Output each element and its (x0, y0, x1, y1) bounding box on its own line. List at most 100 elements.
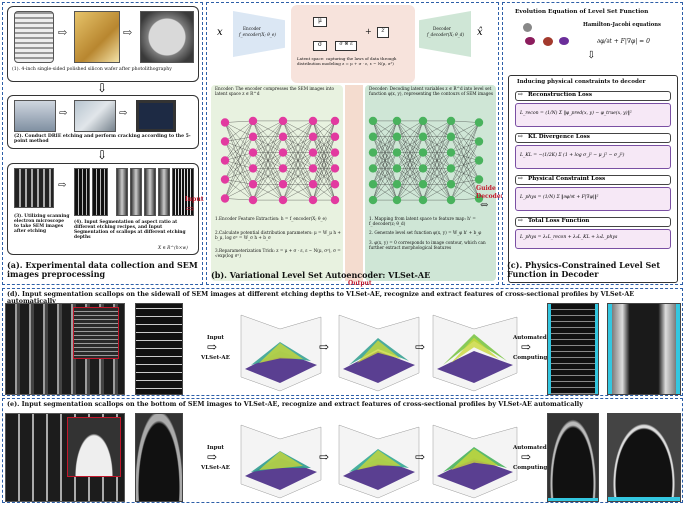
down-arrow: ⇩ (587, 50, 596, 61)
network-edge (372, 120, 398, 137)
surface-top (259, 451, 303, 470)
network-edge (224, 122, 254, 137)
network-edge (312, 120, 336, 137)
network-node (446, 195, 456, 205)
network-node (330, 164, 340, 173)
network-node (308, 148, 318, 157)
arrow-glyph: ⇨ (415, 450, 426, 464)
panel-a: ⇨ ⇨ (1). 4-inch single-sided polished si… (2, 2, 203, 285)
panel-d: (d). Input segmentation scallops on the … (2, 288, 683, 396)
sem-segment-d (130, 168, 142, 216)
network-node (248, 180, 258, 189)
guide-tag: Guide (476, 185, 496, 192)
enc-step-3: 3.Reparameterization Trick: z = μ + σ · … (215, 248, 341, 258)
network-edge (422, 120, 452, 201)
panel-e: (e). Input segmentation scallops on the … (2, 398, 683, 503)
network-edge (450, 136, 480, 199)
network-edge (252, 120, 284, 169)
network-edge (372, 136, 398, 201)
decoder-fn: f_decoder(X; θ_d) (427, 32, 465, 37)
network-node (220, 137, 230, 146)
network-edge (396, 168, 424, 201)
network-node (278, 132, 288, 141)
decoder-label: Decoder (433, 26, 451, 31)
network-edge (450, 120, 480, 180)
network-edge (450, 120, 480, 123)
network-edge (224, 152, 254, 161)
network-node (330, 132, 340, 141)
step1-text: (1). 4-inch single-sided polished silico… (12, 67, 172, 72)
network-edge (252, 120, 284, 137)
network-edge (224, 141, 254, 201)
network-node (392, 164, 402, 173)
surface-top (451, 448, 499, 470)
network-edge (450, 136, 480, 161)
network-node (330, 180, 340, 189)
surface-floor (437, 458, 513, 490)
surface-plot-e1 (240, 424, 322, 499)
network-edge (450, 160, 480, 169)
model-label-e: VLSet-AE (201, 465, 230, 471)
panel-c-caption: (c). Physics-Constrained Level Set Funct… (507, 260, 661, 279)
sem-sidewall-zoom (73, 307, 119, 359)
network-node (368, 148, 378, 157)
network-edge (450, 152, 480, 180)
down-arrow: ⇩ (97, 81, 108, 95)
network-edge (224, 136, 254, 199)
network-edge (224, 120, 254, 161)
sem-segment-c (116, 168, 128, 216)
network-edge (450, 152, 480, 161)
surface-plot-e2 (338, 424, 420, 499)
step3-text: (3). Utilizing scanning electron microsc… (14, 214, 70, 235)
network-edge (224, 179, 254, 185)
network-edge (312, 120, 336, 185)
network-edge (312, 120, 336, 169)
sem-segment-e (144, 168, 156, 216)
network-edge (312, 152, 336, 201)
guide-arrow: ⇔ (480, 200, 489, 211)
contour-result-e2 (607, 413, 681, 502)
network-edge (450, 179, 480, 185)
loss-box-recon: L_recon = (1/N) Σ ‖φ_pred(x, y) − φ_true… (515, 103, 671, 127)
network-edge (282, 136, 314, 201)
step4-math: X ∈ R^(h×w) (158, 246, 188, 251)
network-node (446, 116, 456, 126)
drie-machine-image (14, 100, 56, 132)
wafer-box-image (74, 11, 120, 63)
panel-c: Evolution Equation of Level Set Function… (502, 2, 683, 285)
latent-text: Latent space: capturing the laws of data… (297, 56, 397, 66)
enc-step-2: 2.Calculate potential distribution param… (215, 230, 341, 240)
network-node (308, 180, 318, 189)
step3-box: ⇨ (3). Utilizing scanning electron micro… (7, 163, 199, 255)
network-node (308, 164, 318, 173)
network-node (474, 118, 484, 127)
network-edge (312, 120, 336, 153)
arrow-glyph: ⇨ (58, 26, 68, 39)
network-edge (396, 120, 424, 201)
network-edge (252, 168, 284, 201)
computing-label-e: Computing (513, 465, 548, 471)
surface-plot-d2 (338, 314, 420, 392)
network-edge (224, 160, 254, 169)
enc-step-1: 1.Encoder Feature Extraction: h = f_enco… (215, 216, 327, 221)
arrow-glyph: ⇨ (207, 450, 218, 464)
input-arrow: ⇨ (186, 204, 195, 215)
surface-top (259, 343, 303, 363)
network-edge (372, 152, 398, 201)
surface-plot-e3 (432, 424, 518, 499)
network-edge (224, 141, 254, 169)
network-edge (450, 141, 480, 169)
loss-head-kl: KL Divergence Loss (515, 133, 671, 143)
network-edge (450, 184, 480, 199)
network-node (418, 180, 428, 189)
network-edge (224, 136, 254, 142)
network-edge (224, 120, 254, 123)
encoder-desc: Encoder: The encoder compresses the SEM … (215, 86, 335, 96)
evolution-title: Evolution Equation of Level Set Function (515, 9, 649, 15)
arrow-glyph: ⇨ (521, 340, 532, 354)
loss-eq-recon: L_recon = (1/N) Σ ‖φ_pred(x, y) − φ_true… (520, 111, 632, 116)
network-edge (252, 120, 284, 185)
arrow-glyph: ⇨ (319, 340, 330, 354)
network-edge (224, 122, 254, 153)
network-edge (312, 120, 336, 201)
